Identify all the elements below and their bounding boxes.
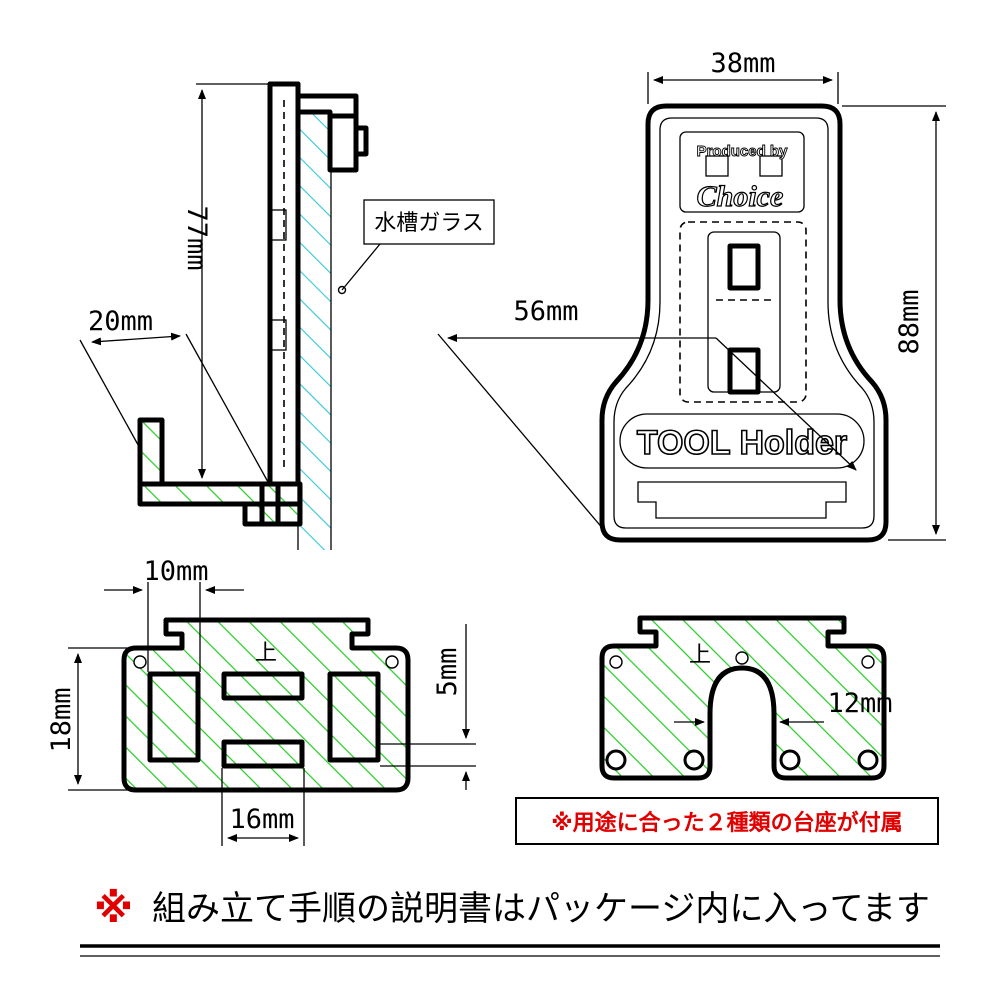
base-b-up-mark: 上: [689, 643, 711, 668]
logo-produced-by: Produced by: [697, 143, 789, 160]
dim-77mm: 77mm: [181, 205, 212, 270]
dim-20mm: 20mm: [88, 306, 153, 337]
footer-text: 組み立て手順の説明書はパッケージ内に入ってます: [152, 889, 930, 929]
dim-18mm: 18mm: [46, 687, 77, 752]
base-a-body: [124, 620, 408, 790]
holder-outline: [599, 103, 889, 543]
footer-mark: ※: [94, 886, 133, 932]
dim-5mm: 5mm: [432, 648, 463, 697]
base-a-up-mark: 上: [255, 641, 277, 666]
dim-56mm: 56mm: [513, 296, 578, 327]
dim-38mm: 38mm: [710, 48, 775, 79]
logo-choice: Choice: [697, 180, 784, 213]
footer-note: ※ 組み立て手順の説明書はパッケージ内に入ってます: [80, 886, 940, 957]
red-note-text: ※用途に合った２種類の台座が付属: [551, 810, 902, 836]
top-clip: [267, 81, 359, 119]
dim-12mm: 12mm: [827, 688, 892, 719]
dim-16mm: 16mm: [229, 804, 294, 835]
tool-holder-text: TOOL Holder: [637, 424, 847, 462]
base-b-body: [602, 618, 884, 778]
red-note-box: ※用途に合った２種類の台座が付属: [515, 797, 939, 845]
glass-label: 水槽ガラス: [374, 211, 484, 236]
dim-10mm: 10mm: [143, 556, 208, 587]
front-view: Produced by Choice TOOL Holder 38mm 88mm…: [437, 48, 946, 543]
side-view: 77mm 20mm 水槽ガラス: [79, 81, 495, 550]
dim-88mm: 88mm: [894, 289, 925, 354]
aquarium-glass: [298, 112, 331, 550]
base-b: 上 12mm: [599, 615, 893, 781]
base-a: 上 10mm 18mm 5mm 16mm: [46, 556, 476, 846]
